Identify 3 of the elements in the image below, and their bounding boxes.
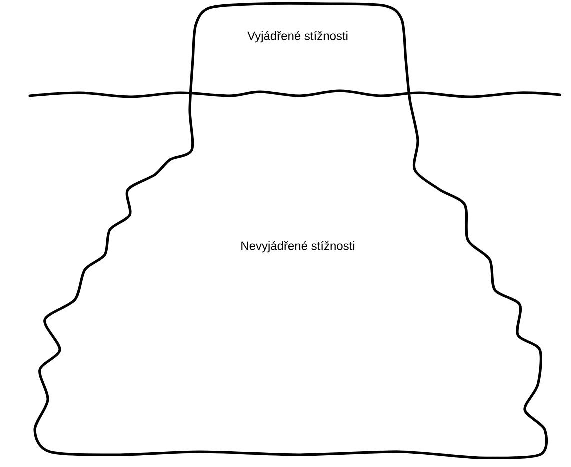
label: Vyjádřené stížnosti	[248, 31, 348, 43]
iceberg-shape	[34, 2, 548, 460]
label: Nevyjádřené stížnosti	[242, 241, 355, 253]
